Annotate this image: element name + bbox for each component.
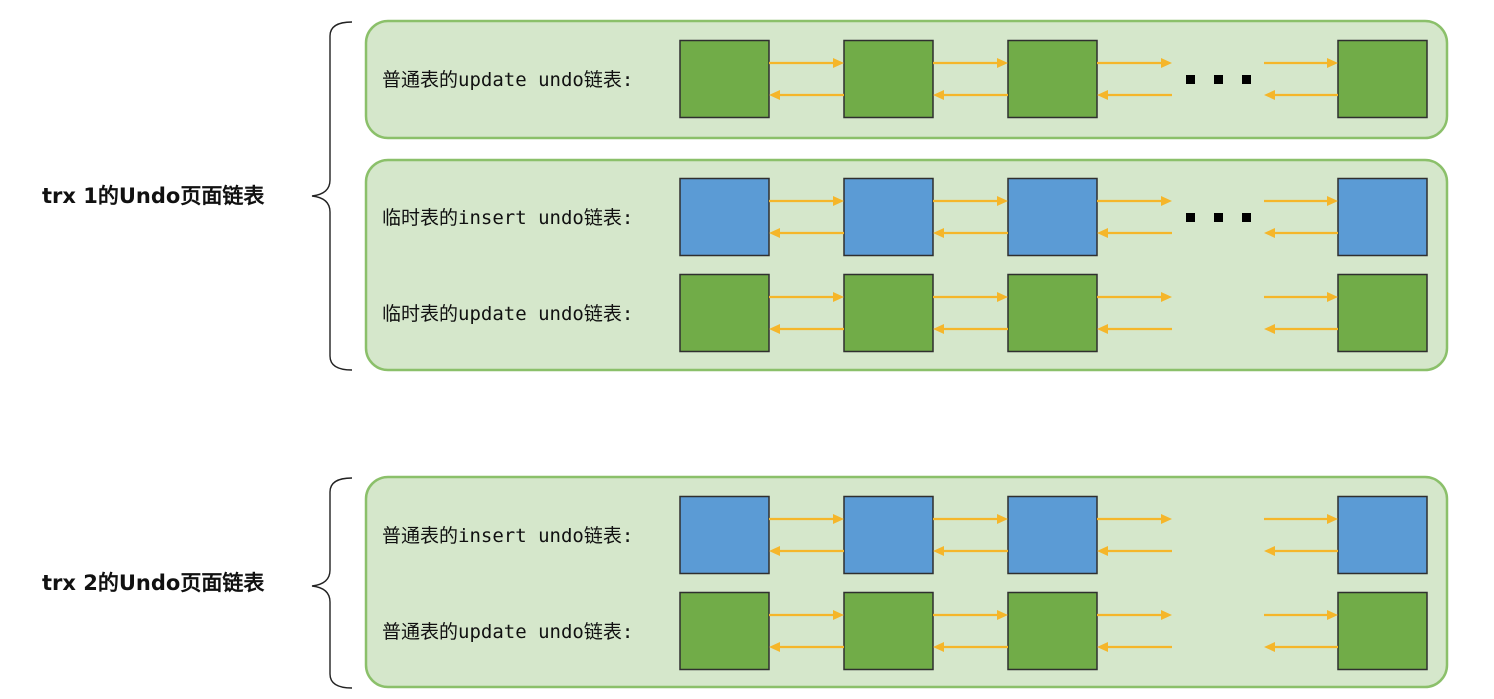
ellipsis-dot [1214, 213, 1223, 222]
prev-pointer-arrow-head [1264, 546, 1275, 556]
next-pointer-arrow-head [833, 514, 844, 524]
prev-pointer-arrow-head [1097, 228, 1108, 238]
ellipsis-dot [1242, 75, 1251, 84]
trx1-panel-1: 普通表的update undo链表: [364, 19, 1449, 140]
prev-pointer-arrow-head [1264, 642, 1275, 652]
update-undo-page-node-3 [1007, 273, 1098, 353]
update-undo-page-node-2 [843, 273, 934, 353]
prev-pointer-arrow-head [1097, 642, 1108, 652]
prev-pointer-arrow-head [769, 642, 780, 652]
prev-pointer-arrow-head [1264, 228, 1275, 238]
next-pointer-arrow-head [1327, 58, 1338, 68]
prev-pointer-arrow-head [1264, 90, 1275, 100]
next-pointer-arrow-head [1161, 610, 1172, 620]
insert-undo-page-node-1 [679, 495, 770, 575]
next-pointer-arrow-head [833, 292, 844, 302]
list-label: 临时表的update undo链表: [382, 303, 633, 325]
update-undo-page-node-3 [1007, 39, 1098, 119]
prev-pointer-arrow-head [933, 90, 944, 100]
update-undo-page-node-1 [679, 273, 770, 353]
prev-pointer-arrow-head [933, 642, 944, 652]
update-undo-page-node-4 [1337, 591, 1428, 671]
trx2-label: trx 2的Undo页面链表 [42, 571, 265, 595]
update-undo-page-node-4 [1337, 39, 1428, 119]
update-undo-page-node-1 [679, 591, 770, 671]
update-undo-page-node-2 [843, 591, 934, 671]
next-pointer-arrow-head [1327, 196, 1338, 206]
next-pointer-arrow-head [997, 610, 1008, 620]
update-undo-page-node-2 [843, 39, 934, 119]
insert-undo-page-node-3 [1007, 495, 1098, 575]
next-pointer-arrow-head [997, 58, 1008, 68]
ellipsis-dot [1186, 75, 1195, 84]
update-undo-page-node-4 [1337, 273, 1428, 353]
update-undo-page-node-3 [1007, 591, 1098, 671]
next-pointer-arrow-head [833, 58, 844, 68]
prev-pointer-arrow-head [933, 228, 944, 238]
list-row: 普通表的insert undo链表: [382, 495, 1428, 575]
ellipsis-dot [1242, 213, 1251, 222]
insert-undo-page-node-2 [843, 495, 934, 575]
trx2-group: trx 2的Undo页面链表 普通表的insert undo链表: 普通表的up… [42, 475, 1449, 689]
prev-pointer-arrow-head [1097, 324, 1108, 334]
panel-background [364, 158, 1449, 372]
list-label: 普通表的insert undo链表: [382, 525, 633, 547]
prev-pointer-arrow-head [933, 546, 944, 556]
trx1-panel-2: 临时表的insert undo链表: 临时表的update undo链表: [364, 158, 1449, 372]
next-pointer-arrow-head [1161, 58, 1172, 68]
trx2-brace [311, 477, 353, 689]
ellipsis-dot [1186, 213, 1195, 222]
next-pointer-arrow-head [1327, 610, 1338, 620]
insert-undo-page-node-1 [679, 177, 770, 257]
next-pointer-arrow-head [997, 196, 1008, 206]
trx1-group: trx 1的Undo页面链表 普通表的update undo链表: 临时表的in… [42, 19, 1449, 372]
list-label: 普通表的update undo链表: [382, 621, 633, 643]
prev-pointer-arrow-head [1097, 546, 1108, 556]
next-pointer-arrow-head [833, 196, 844, 206]
next-pointer-arrow-head [997, 514, 1008, 524]
prev-pointer-arrow-head [1264, 324, 1275, 334]
prev-pointer-arrow-head [1097, 90, 1108, 100]
prev-pointer-arrow-head [769, 90, 780, 100]
insert-undo-page-node-3 [1007, 177, 1098, 257]
trx1-brace [311, 21, 353, 371]
insert-undo-page-node-2 [843, 177, 934, 257]
prev-pointer-arrow-head [769, 546, 780, 556]
next-pointer-arrow-head [833, 610, 844, 620]
update-undo-page-node-1 [679, 39, 770, 119]
list-row: 普通表的update undo链表: [382, 591, 1428, 671]
ellipsis-dot [1214, 75, 1223, 84]
list-label: 临时表的insert undo链表: [382, 207, 633, 229]
insert-undo-page-node-4 [1337, 495, 1428, 575]
trx2-panel-1: 普通表的insert undo链表: 普通表的update undo链表: [364, 475, 1449, 689]
panel-background [364, 475, 1449, 689]
insert-undo-page-node-4 [1337, 177, 1428, 257]
list-row: 临时表的insert undo链表: [382, 177, 1428, 257]
next-pointer-arrow-head [1161, 196, 1172, 206]
list-row: 普通表的update undo链表: [382, 39, 1428, 119]
list-label: 普通表的update undo链表: [382, 69, 633, 91]
prev-pointer-arrow-head [933, 324, 944, 334]
next-pointer-arrow-head [1327, 292, 1338, 302]
next-pointer-arrow-head [997, 292, 1008, 302]
list-row: 临时表的update undo链表: [382, 273, 1428, 353]
next-pointer-arrow-head [1161, 514, 1172, 524]
next-pointer-arrow-head [1161, 292, 1172, 302]
next-pointer-arrow-head [1327, 514, 1338, 524]
prev-pointer-arrow-head [769, 228, 780, 238]
trx1-label: trx 1的Undo页面链表 [42, 184, 265, 208]
prev-pointer-arrow-head [769, 324, 780, 334]
